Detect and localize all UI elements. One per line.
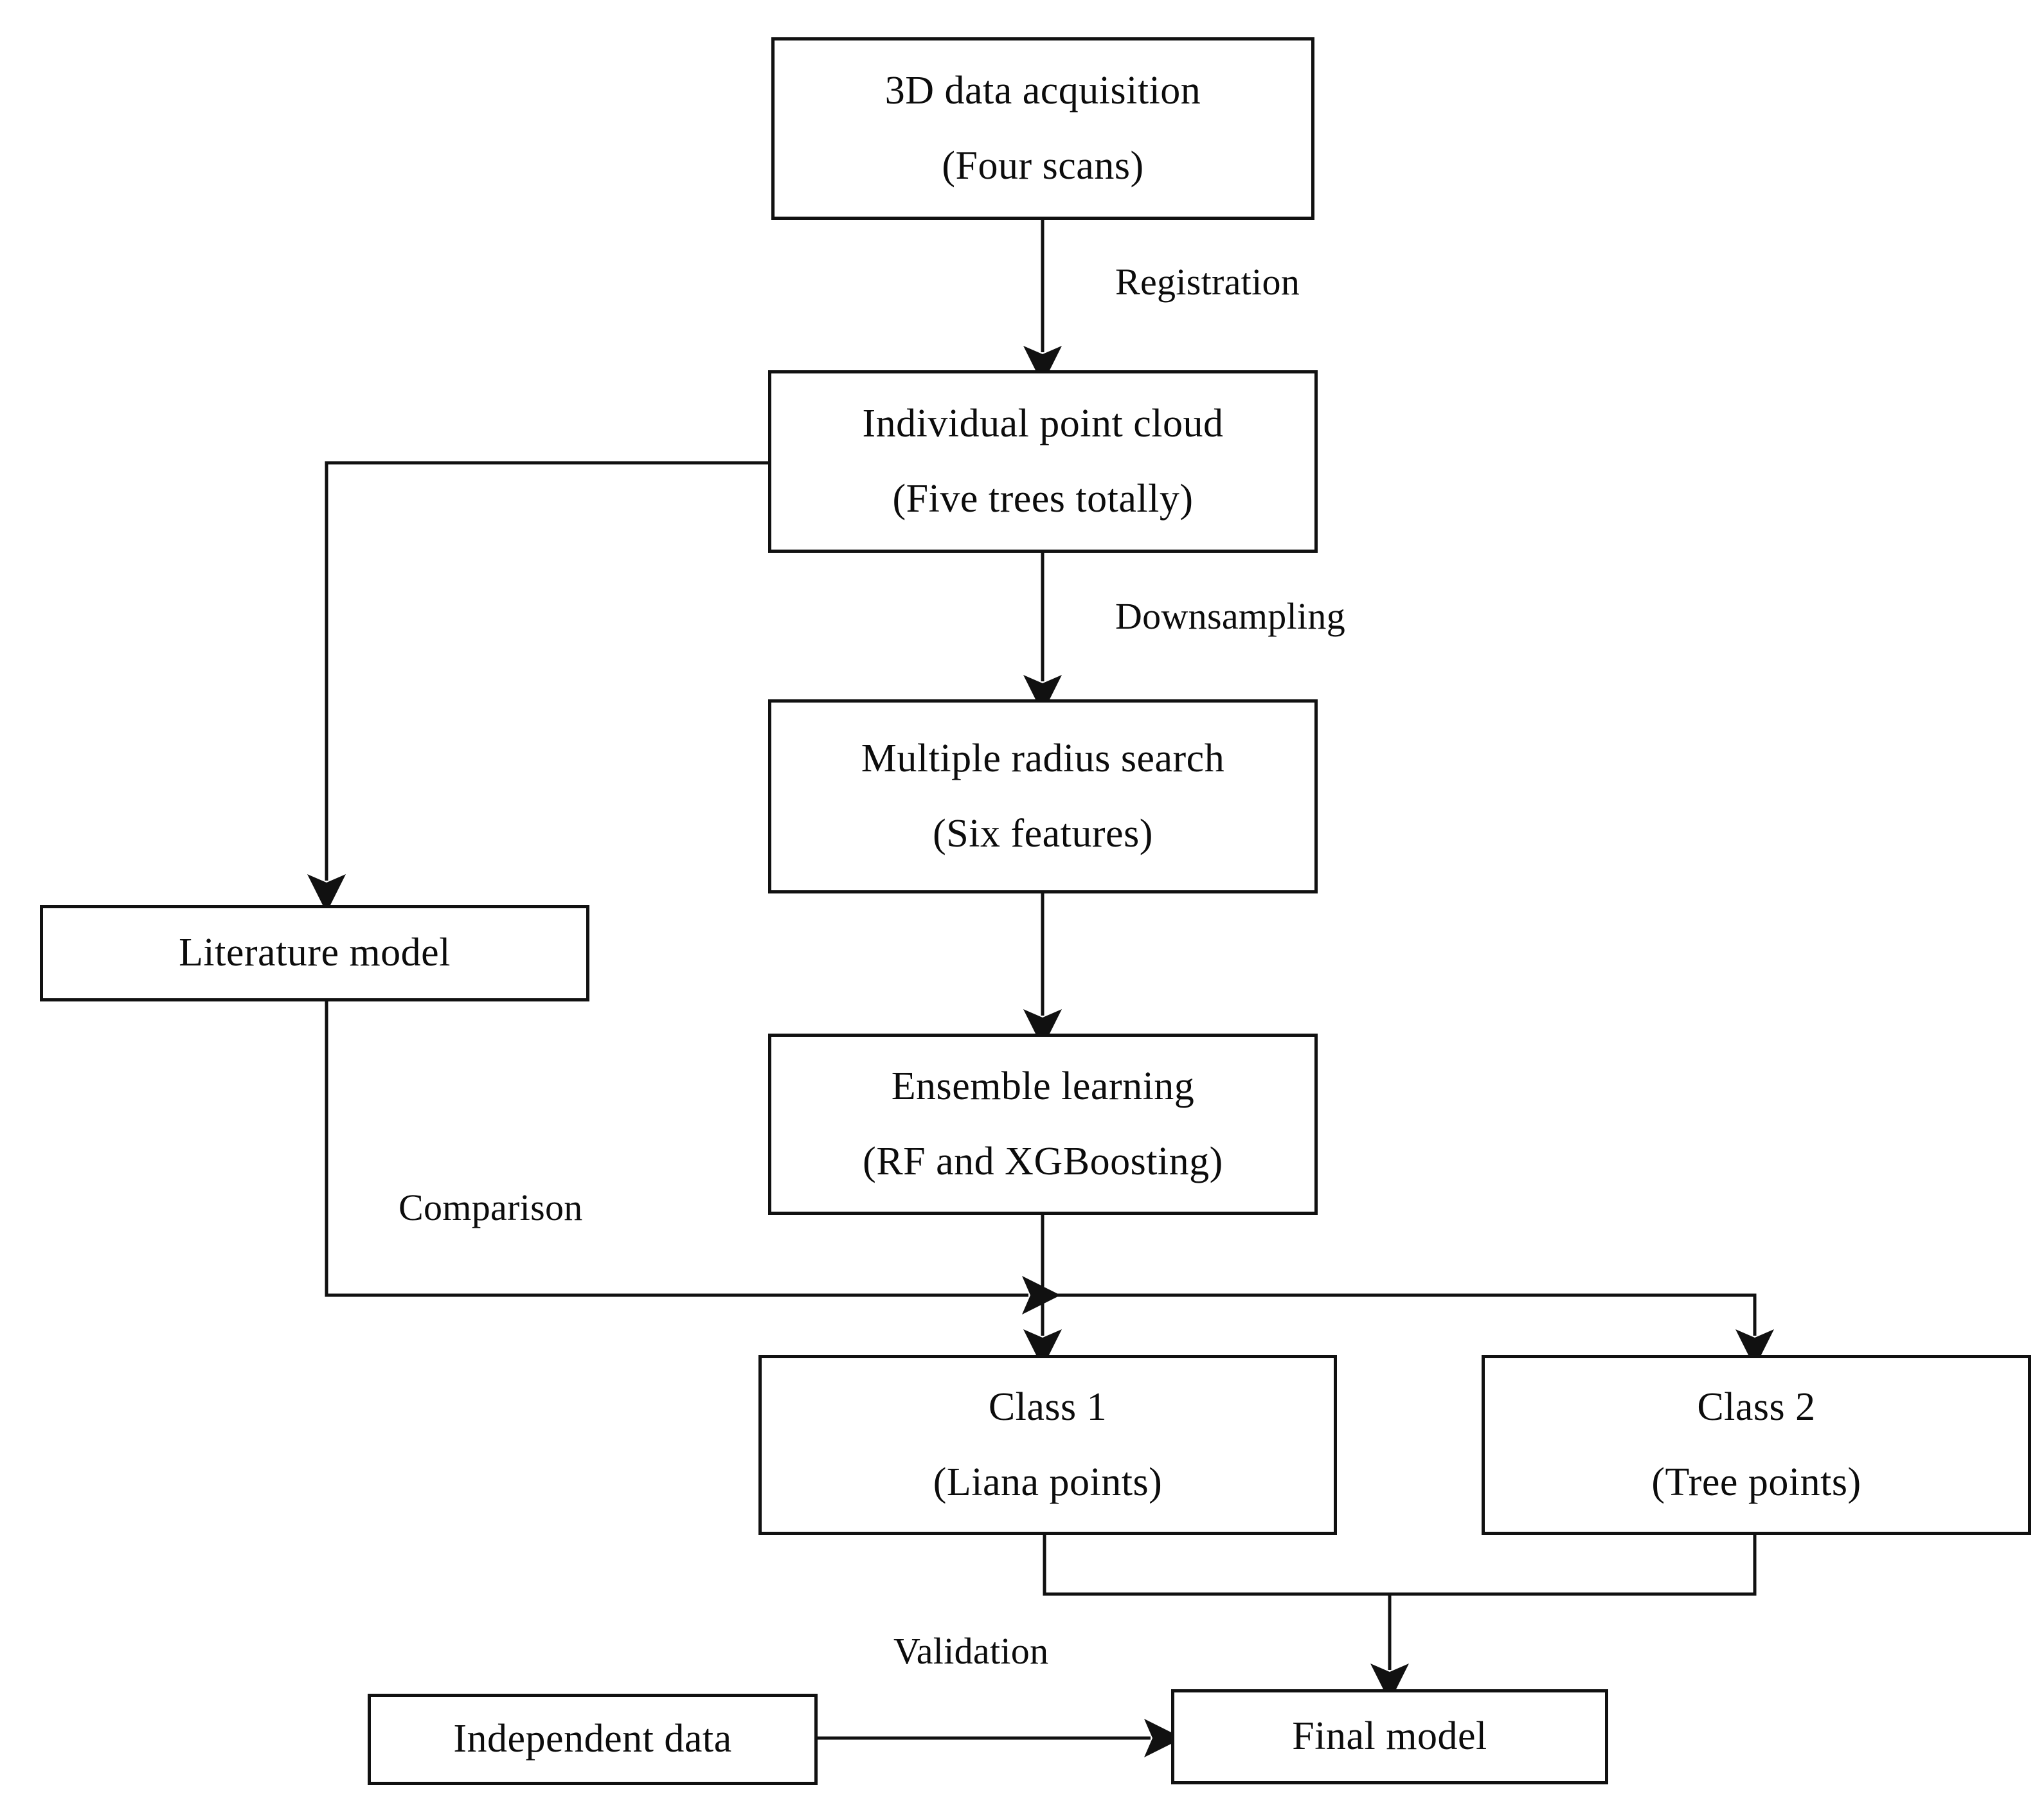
edge-ensemble-to-class2: [1043, 1293, 1774, 1368]
node-subtitle: (RF and XGBoosting): [863, 1140, 1223, 1183]
node-subtitle: (Six features): [933, 812, 1153, 856]
edge-label-validation: Validation: [893, 1630, 1049, 1672]
node-subtitle: (Five trees totally): [892, 477, 1194, 521]
node-title: 3D data acquisition: [884, 68, 1201, 112]
node-individual-point-cloud[interactable]: Individual point cloud (Five trees total…: [768, 370, 1318, 553]
edge-label-registration: Registration: [1115, 261, 1300, 303]
node-title: Final model: [1292, 1714, 1487, 1759]
node-title: Ensemble learning: [891, 1064, 1195, 1108]
node-final-model[interactable]: Final model: [1171, 1689, 1608, 1784]
edge-label-comparison: Comparison: [399, 1187, 583, 1228]
node-class-2[interactable]: Class 2 (Tree points): [1482, 1355, 2031, 1535]
node-ensemble-learning[interactable]: Ensemble learning (RF and XGBoosting): [768, 1034, 1318, 1215]
edge-classes-to-final: [1043, 1535, 1757, 1702]
node-title: Multiple radius search: [861, 736, 1225, 780]
node-title: Class 2: [1697, 1385, 1816, 1429]
node-title: Class 1: [988, 1385, 1107, 1429]
edge-point-cloud-to-literature: [307, 461, 768, 913]
node-3d-data-acquisition[interactable]: 3D data acquisition (Four scans): [771, 37, 1314, 220]
node-subtitle: (Liana points): [933, 1460, 1163, 1504]
node-title: Individual point cloud: [862, 401, 1224, 445]
node-subtitle: (Tree points): [1651, 1460, 1861, 1504]
node-title: Independent data: [453, 1717, 732, 1761]
node-class-1[interactable]: Class 1 (Liana points): [758, 1355, 1337, 1535]
node-independent-data[interactable]: Independent data: [368, 1694, 818, 1785]
node-multiple-radius-search[interactable]: Multiple radius search (Six features): [768, 699, 1318, 893]
node-literature-model[interactable]: Literature model: [40, 905, 589, 1001]
node-subtitle: (Four scans): [942, 144, 1144, 188]
edge-label-downsampling: Downsampling: [1115, 595, 1346, 637]
node-title: Literature model: [179, 931, 451, 975]
